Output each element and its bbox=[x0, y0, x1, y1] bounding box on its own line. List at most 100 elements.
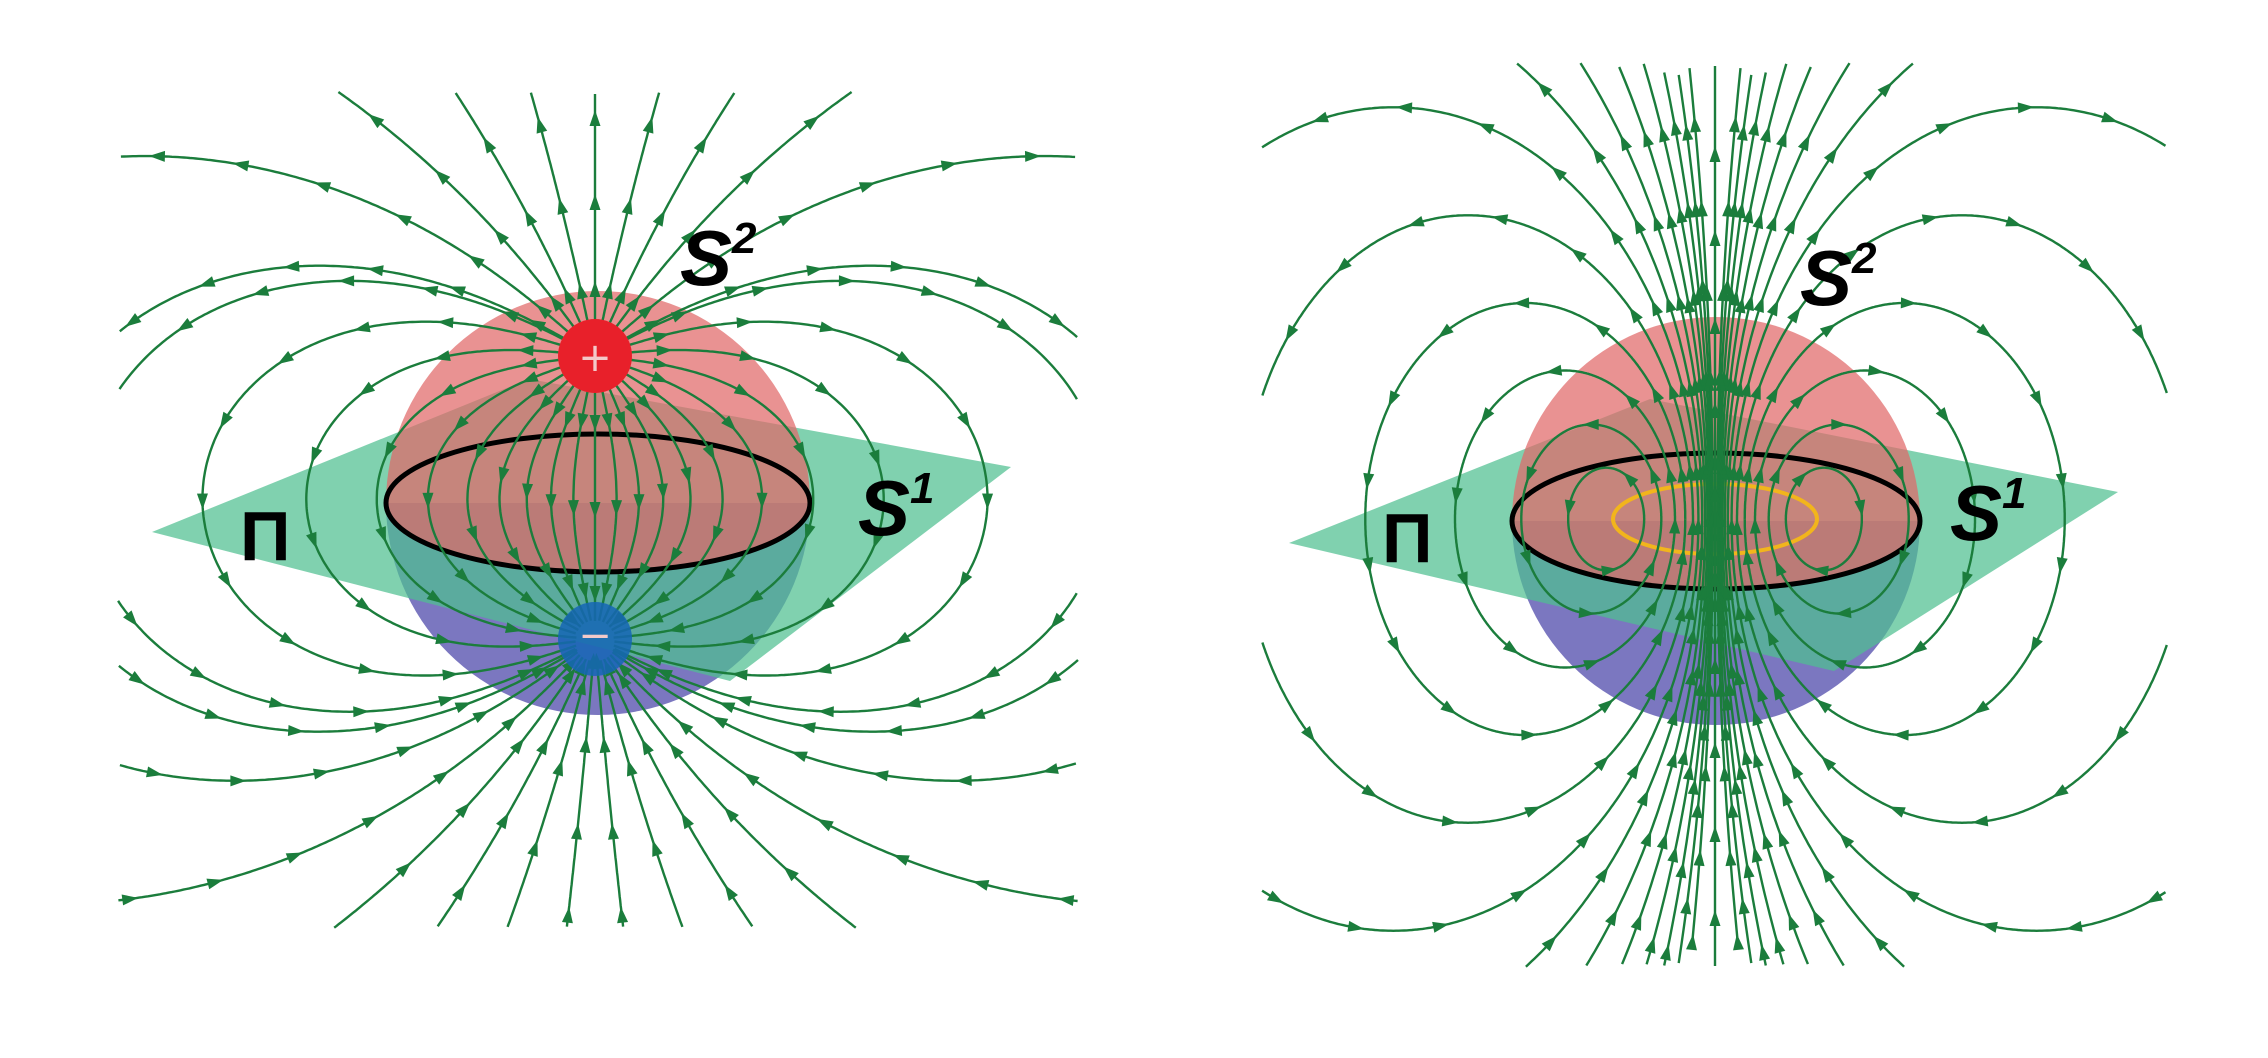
field-arrow-icon bbox=[527, 839, 538, 857]
field-line bbox=[611, 651, 1077, 782]
field-arrow-icon bbox=[601, 582, 613, 600]
field-arrow-icon bbox=[1752, 466, 1764, 484]
field-arrow-icon bbox=[1694, 680, 1706, 697]
field-arrow-icon bbox=[1545, 364, 1563, 376]
field-arrow-icon bbox=[1717, 285, 1729, 302]
field-arrow-icon bbox=[1743, 294, 1754, 312]
field-arrow-icon bbox=[1623, 472, 1639, 488]
field-arrow-icon bbox=[656, 483, 668, 500]
field-arrow-icon bbox=[539, 562, 552, 579]
field-arrow-icon bbox=[1675, 861, 1687, 879]
field-arrow-icon bbox=[1733, 628, 1745, 645]
field-arrow-icon bbox=[1629, 307, 1643, 324]
field-arrow-icon bbox=[890, 260, 907, 272]
field-arrow-icon bbox=[1480, 407, 1495, 424]
field-arrow-icon bbox=[358, 381, 376, 396]
field-arrow-icon bbox=[468, 255, 485, 269]
field-arrow-icon bbox=[519, 640, 536, 652]
field-arrow-icon bbox=[1835, 607, 1852, 619]
field-arrow-icon bbox=[677, 720, 694, 736]
field-arrow-icon bbox=[355, 597, 372, 612]
field-arrow-icon bbox=[1630, 913, 1642, 931]
field-arrow-icon bbox=[121, 894, 139, 906]
field-arrow-icon bbox=[1757, 685, 1769, 703]
field-arrow-icon bbox=[904, 696, 922, 708]
field-arrow-icon bbox=[2078, 257, 2094, 273]
field-arrow-icon bbox=[1686, 933, 1697, 951]
field-arrow-icon bbox=[644, 383, 662, 398]
right-sphere-label: S2 bbox=[1800, 234, 1877, 322]
field-arrow-icon bbox=[624, 401, 638, 418]
field-arrow-icon bbox=[1601, 565, 1618, 577]
field-arrow-icon bbox=[1610, 229, 1624, 246]
field-arrow-icon bbox=[1831, 418, 1848, 430]
field-line bbox=[119, 264, 577, 347]
field-arrow-icon bbox=[230, 775, 247, 787]
field-arrow-icon bbox=[1575, 833, 1591, 849]
field-line bbox=[565, 660, 595, 927]
field-arrow-icon bbox=[681, 229, 696, 245]
field-arrow-icon bbox=[1775, 559, 1787, 577]
field-arrow-icon bbox=[577, 282, 589, 300]
field-arrow-icon bbox=[1812, 565, 1829, 577]
field-arrow-icon bbox=[1684, 296, 1696, 314]
field-arrow-icon bbox=[1693, 849, 1705, 867]
field-arrow-icon bbox=[217, 571, 231, 588]
field-arrow-icon bbox=[735, 695, 752, 707]
field-arrow-icon bbox=[1709, 486, 1721, 502]
field-arrow-icon bbox=[287, 725, 305, 736]
field-arrow-icon bbox=[439, 383, 457, 397]
field-arrow-icon bbox=[384, 441, 397, 459]
field-arrow-icon bbox=[642, 116, 654, 134]
field-line bbox=[599, 659, 684, 928]
field-arrow-icon bbox=[526, 611, 544, 623]
field-arrow-icon bbox=[176, 317, 194, 332]
field-arrow-icon bbox=[522, 483, 534, 500]
field-line bbox=[120, 154, 580, 343]
field-arrow-icon bbox=[536, 304, 553, 320]
field-arrow-icon bbox=[601, 412, 613, 430]
field-arrow-icon bbox=[395, 862, 412, 878]
field-arrow-icon bbox=[1783, 217, 1796, 235]
field-arrow-icon bbox=[475, 443, 488, 461]
field-arrow-icon bbox=[1677, 748, 1689, 766]
field-arrow-icon bbox=[1821, 866, 1835, 884]
field-arrow-icon bbox=[1669, 383, 1680, 400]
field-arrow-icon bbox=[1736, 763, 1748, 781]
field-arrow-icon bbox=[1816, 699, 1832, 714]
field-arrow-icon bbox=[790, 751, 808, 763]
field-arrow-icon bbox=[617, 672, 632, 690]
field-arrow-icon bbox=[1724, 680, 1736, 697]
field-arrow-icon bbox=[656, 668, 673, 681]
field-arrow-icon bbox=[1731, 778, 1743, 796]
field-arrow-icon bbox=[642, 666, 660, 680]
field-arrow-icon bbox=[625, 295, 640, 312]
field-arrow-icon bbox=[1682, 763, 1694, 781]
field-arrow-icon bbox=[968, 708, 986, 719]
field-arrow-icon bbox=[1682, 124, 1694, 141]
field-arrow-icon bbox=[1666, 466, 1678, 484]
field-arrow-icon bbox=[955, 775, 972, 787]
field-arrow-icon bbox=[1521, 729, 1538, 741]
field-arrow-icon bbox=[957, 411, 971, 429]
field-arrow-icon bbox=[520, 332, 538, 344]
field-arrow-icon bbox=[1524, 806, 1542, 818]
field-arrow-icon bbox=[123, 610, 138, 627]
field-line bbox=[1691, 518, 1715, 943]
field-arrow-icon bbox=[1759, 944, 1771, 961]
field-arrow-icon bbox=[552, 401, 566, 418]
field-arrow-icon bbox=[1873, 935, 1889, 952]
field-arrow-icon bbox=[1659, 125, 1670, 143]
field-arrow-icon bbox=[311, 446, 323, 464]
field-arrow-icon bbox=[1626, 762, 1640, 780]
field-arrow-icon bbox=[680, 466, 692, 484]
left-circle-label: S1 bbox=[858, 464, 935, 552]
field-arrow-icon bbox=[731, 669, 748, 681]
field-arrow-icon bbox=[817, 706, 834, 718]
field-arrow-icon bbox=[616, 574, 628, 591]
field-line bbox=[606, 656, 857, 929]
field-line bbox=[602, 658, 754, 927]
field-arrow-icon bbox=[1935, 407, 1950, 424]
field-arrow-icon bbox=[1715, 680, 1727, 697]
field-arrow-icon bbox=[718, 702, 736, 713]
